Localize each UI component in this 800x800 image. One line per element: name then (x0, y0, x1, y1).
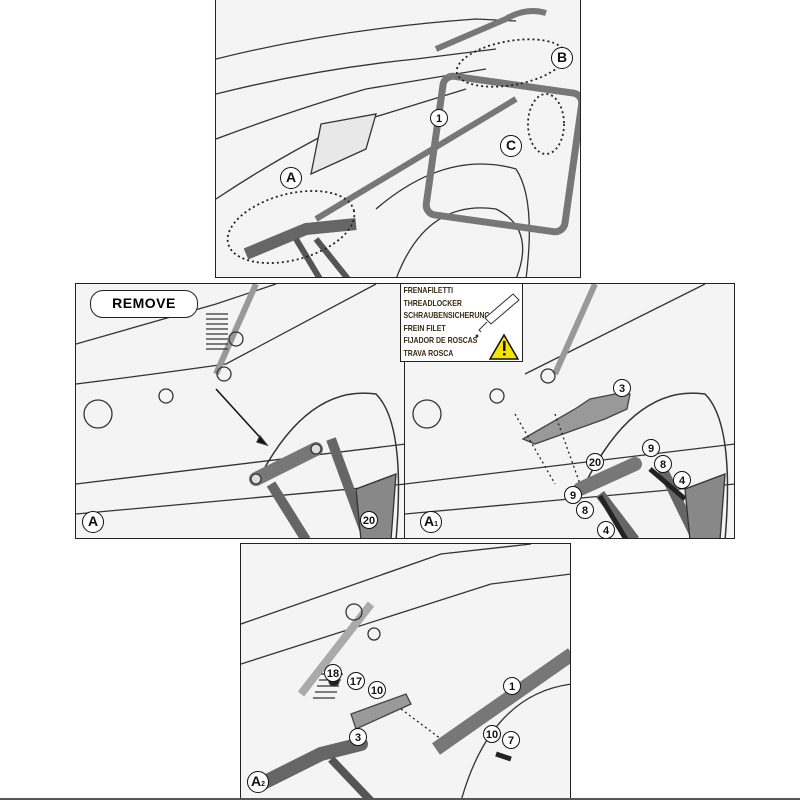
callout-3: 3 (613, 379, 631, 397)
motorcycle-rack-overview-drawing (216, 8, 580, 277)
panel-a1: A1 3 9 8 4 20 9 8 4 (404, 283, 735, 539)
callout-4: 4 (597, 521, 615, 538)
callout-3: 3 (349, 728, 367, 746)
panel-remove: REMOVE A 20 (75, 283, 406, 539)
bottom-divider (0, 798, 800, 800)
callout-20: 20 (360, 511, 378, 529)
threadlocker-de: SCHRAUBENSICHERUNG (403, 310, 490, 321)
callout-c: C (500, 135, 522, 157)
panel-overview: B C 1 A (215, 0, 581, 278)
callout-8: 8 (576, 501, 594, 519)
callout-1: 1 (503, 677, 521, 695)
remove-label: REMOVE (90, 290, 198, 318)
callout-18: 18 (324, 664, 342, 682)
callout-10: 10 (483, 725, 501, 743)
callout-1: 1 (430, 109, 448, 127)
threadlocker-note: FRENAFILETTI THREADLOCKER SCHRAUBENSICHE… (400, 283, 523, 362)
threadlocker-pt: TRAVA ROSCA (403, 347, 454, 358)
step-label-a1: A1 (420, 511, 442, 533)
callout-4: 4 (673, 471, 691, 489)
threadlocker-graphics (475, 293, 520, 360)
callout-9: 9 (642, 439, 660, 457)
callout-20: 20 (586, 453, 604, 471)
a1-step-drawing (405, 284, 734, 538)
callout-7: 7 (502, 731, 520, 749)
callout-8: 8 (654, 455, 672, 473)
callout-b: B (551, 47, 573, 69)
panel-a2: A2 18 17 10 1 3 10 7 (240, 543, 571, 800)
threadlocker-bottle-icon (475, 293, 520, 338)
remove-step-drawing (76, 284, 405, 538)
callout-17: 17 (347, 672, 365, 690)
threadlocker-es: FIJADOR DE ROSCAS (403, 335, 478, 346)
a2-step-drawing (241, 544, 570, 799)
callout-10: 10 (368, 681, 386, 699)
threadlocker-it: FRENAFILETTI (403, 285, 454, 295)
callout-a: A (280, 167, 302, 189)
step-label-a2: A2 (247, 771, 269, 793)
warning-triangle-icon (488, 333, 520, 360)
threadlocker-fr: FREIN FILET (403, 322, 446, 333)
callout-9: 9 (564, 486, 582, 504)
step-label-a: A (82, 511, 104, 533)
threadlocker-en: THREADLOCKER (403, 297, 462, 308)
